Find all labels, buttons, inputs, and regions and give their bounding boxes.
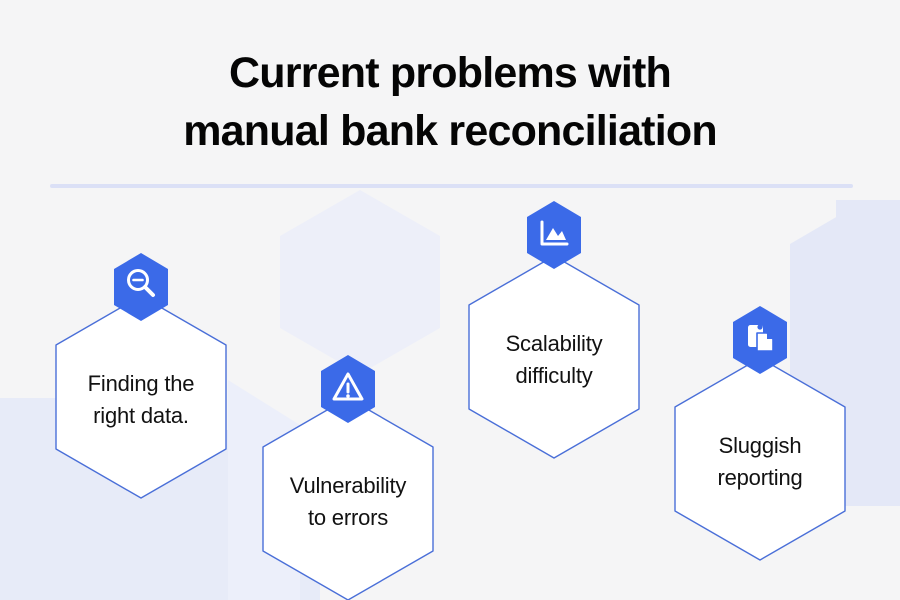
card-label-line-2: reporting: [717, 465, 803, 490]
card-label-line-1: Vulnerability: [289, 473, 407, 498]
hexagon-outline: [468, 255, 640, 459]
card-label-line-2: to errors: [307, 505, 389, 530]
card-label-line-1: Scalability: [505, 331, 603, 356]
page-title-line-1: Current problems with: [229, 49, 672, 97]
card-label-line-1: Finding the: [87, 371, 195, 396]
card-sluggish-reporting[interactable]: Sluggish reporting: [669, 355, 851, 563]
icon-badge-finding-the-right-data[interactable]: [110, 252, 172, 322]
zoom-out-icon: [114, 253, 168, 321]
card-label-line-2: difficulty: [515, 363, 593, 388]
card-vulnerability-to-errors[interactable]: Vulnerability to errors: [257, 395, 439, 600]
decor-hexagon-center: [280, 190, 440, 374]
area-chart-icon: [527, 201, 581, 269]
section-divider: [50, 184, 853, 188]
icon-badge-scalability-difficulty[interactable]: [523, 200, 585, 270]
card-label: Vulnerability to errors: [257, 395, 439, 600]
card-label: Finding the right data.: [50, 293, 232, 501]
icon-badge-vulnerability-to-errors[interactable]: [317, 354, 379, 424]
card-label-line-1: Sluggish: [718, 433, 802, 458]
icon-badge-sluggish-reporting[interactable]: [729, 305, 791, 375]
card-label: Scalability difficulty: [463, 253, 645, 461]
card-label-line-2: right data.: [93, 403, 189, 428]
page-title-line-2: manual bank reconciliation: [183, 107, 717, 155]
page-title: Current problems with manual bank reconc…: [0, 44, 900, 160]
card-label: Sluggish reporting: [669, 355, 851, 563]
card-scalability-difficulty[interactable]: Scalability difficulty: [463, 253, 645, 461]
card-finding-the-right-data[interactable]: Finding the right data.: [50, 293, 232, 501]
warning-triangle-icon: [321, 355, 375, 423]
copy-document-icon: [733, 306, 787, 374]
